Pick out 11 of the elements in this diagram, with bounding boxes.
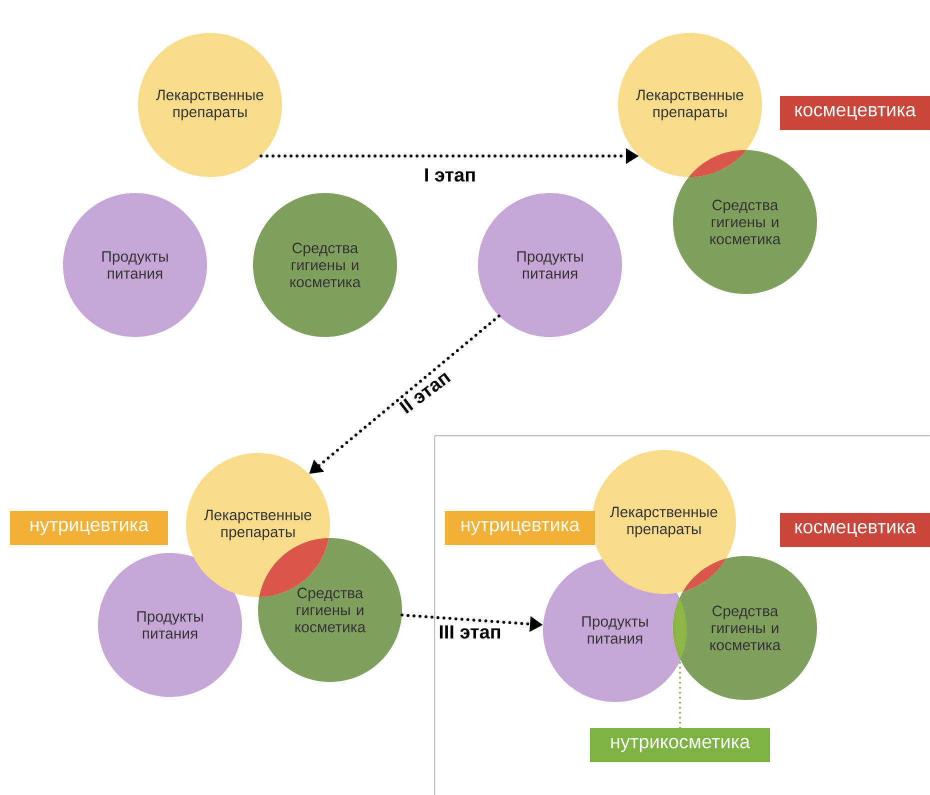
leader-line (679, 659, 681, 729)
overlap-area (673, 598, 687, 660)
stage-label: II этап (396, 368, 454, 416)
frame (434, 436, 930, 795)
label-box: нутрицевтика (445, 511, 595, 545)
stage-label: I этап (422, 167, 478, 183)
stage-label: III этап (438, 624, 502, 640)
label-box: нутрицевтика (10, 511, 168, 545)
label-box: космецевтика (780, 96, 930, 130)
label-box: нутрикосметика (590, 728, 770, 762)
label-box: космецевтика (780, 513, 930, 547)
